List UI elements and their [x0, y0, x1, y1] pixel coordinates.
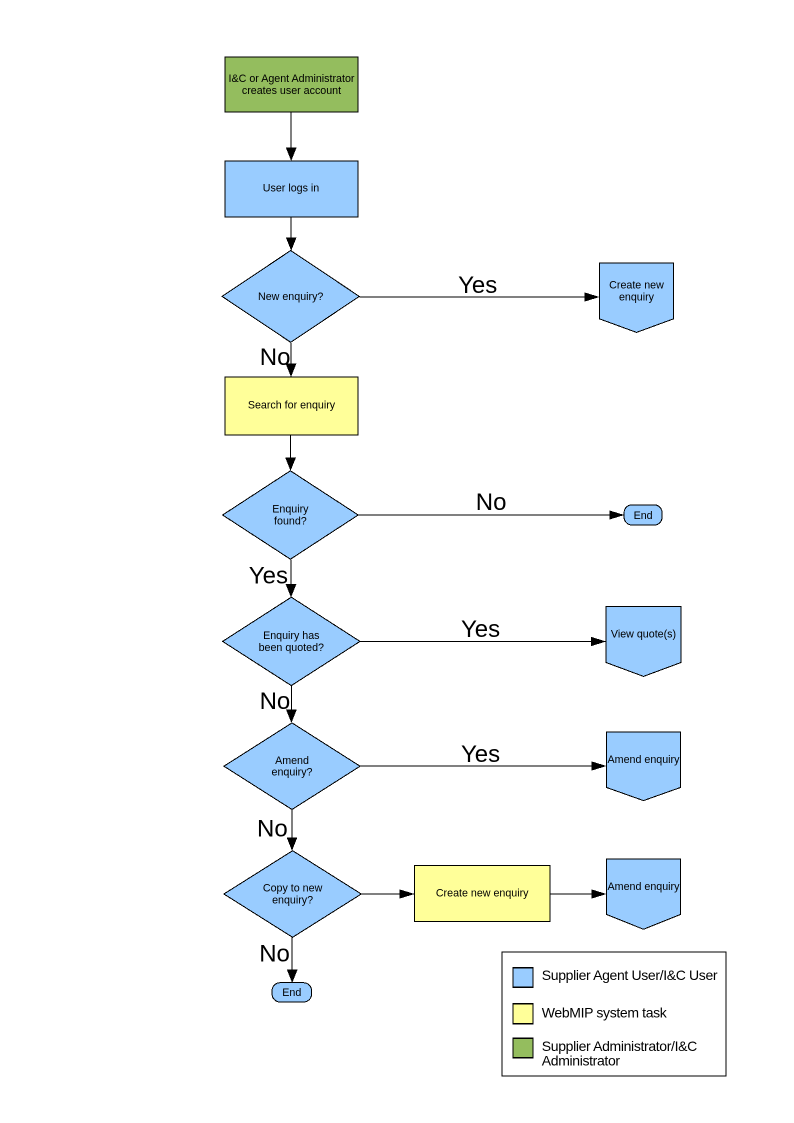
- svg-text:End: End: [634, 510, 653, 522]
- svg-text:User logs in: User logs in: [263, 183, 319, 195]
- svg-text:enquiry?: enquiry?: [272, 894, 313, 906]
- svg-text:Create new: Create new: [609, 280, 664, 292]
- svg-text:View quote(s): View quote(s): [611, 629, 676, 641]
- svg-text:Supplier Agent User/I&C User: Supplier Agent User/I&C User: [542, 967, 718, 983]
- svg-text:Administrator: Administrator: [542, 1052, 621, 1068]
- svg-text:enquiry?: enquiry?: [272, 767, 313, 779]
- svg-text:Amend enquiry: Amend enquiry: [608, 881, 681, 893]
- svg-text:No: No: [476, 489, 507, 516]
- svg-text:Create new enquiry: Create new enquiry: [436, 888, 529, 900]
- svg-text:WebMIP system task: WebMIP system task: [542, 1004, 668, 1020]
- svg-text:Search for enquiry: Search for enquiry: [248, 400, 336, 412]
- svg-text:Yes: Yes: [461, 741, 500, 768]
- svg-text:Yes: Yes: [461, 616, 500, 643]
- svg-text:New enquiry?: New enquiry?: [258, 291, 323, 303]
- svg-text:Enquiry: Enquiry: [272, 504, 309, 516]
- svg-text:No: No: [260, 344, 291, 371]
- svg-text:I&C or Agent Administrator: I&C or Agent Administrator: [229, 73, 355, 85]
- svg-text:enquiry: enquiry: [619, 291, 655, 303]
- svg-text:No: No: [260, 688, 291, 715]
- svg-text:Yes: Yes: [458, 272, 497, 299]
- svg-text:Amend: Amend: [275, 755, 309, 767]
- svg-text:Copy to new: Copy to new: [263, 883, 323, 895]
- svg-text:creates user account: creates user account: [242, 85, 341, 97]
- svg-text:been quoted?: been quoted?: [259, 642, 324, 654]
- svg-text:End: End: [282, 987, 301, 999]
- svg-text:found?: found?: [274, 515, 307, 527]
- svg-text:Amend enquiry: Amend enquiry: [608, 754, 681, 766]
- svg-text:No: No: [259, 941, 290, 968]
- svg-text:Supplier Administrator/I&C: Supplier Administrator/I&C: [542, 1038, 697, 1054]
- svg-text:Yes: Yes: [249, 563, 288, 590]
- svg-text:Enquiry has: Enquiry has: [263, 630, 319, 642]
- svg-text:No: No: [257, 816, 288, 843]
